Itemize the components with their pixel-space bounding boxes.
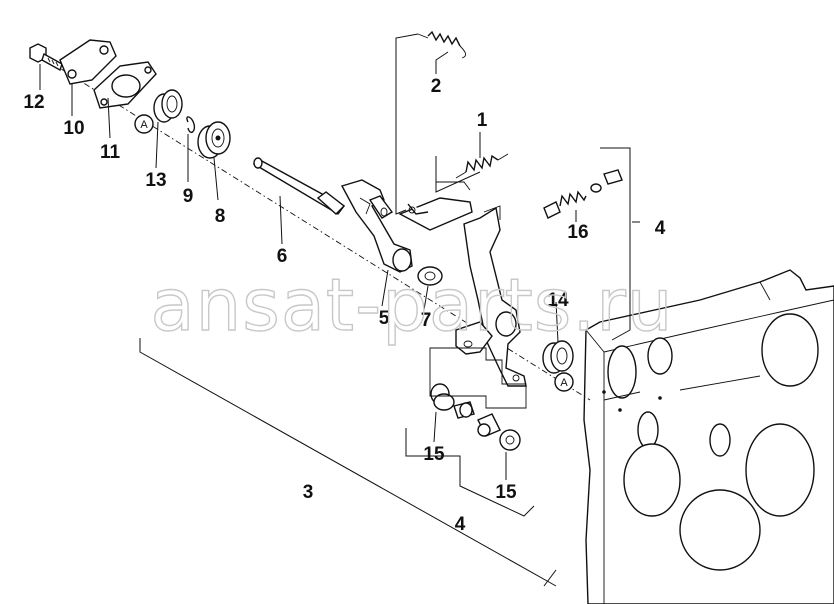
callout-4-upper: 4 <box>655 218 666 239</box>
part-1-spring <box>455 153 509 179</box>
part-7-washer <box>417 266 443 286</box>
reference-mark-a-left: A <box>134 114 154 134</box>
part-6-shaft <box>252 157 346 215</box>
callout-7: 7 <box>421 310 432 331</box>
callout-8: 8 <box>215 206 226 227</box>
callout-9: 9 <box>183 186 194 207</box>
watermark: ansat-parts.ru <box>151 263 674 347</box>
part-16-spring-pin <box>543 169 623 219</box>
callout-16: 16 <box>567 222 588 243</box>
callout-10: 10 <box>63 118 84 139</box>
part-8-bearing <box>197 121 231 159</box>
callout-12: 12 <box>23 92 44 113</box>
callout-13: 13 <box>145 170 166 191</box>
callout-15-right: 15 <box>495 482 517 503</box>
callout-4-lower: 4 <box>455 514 466 535</box>
reference-mark-a-right: A <box>554 372 574 392</box>
shaft-center-line <box>49 61 591 401</box>
part-10-cover <box>59 39 117 85</box>
zone-outline-upper <box>429 347 527 409</box>
callout-labels: 1 2 3 4 4 5 6 7 8 9 10 11 12 13 14 15 15… <box>23 76 665 535</box>
engine-housing <box>583 269 834 604</box>
callout-14: 14 <box>547 290 569 311</box>
part-13-seal <box>153 89 183 123</box>
part-15-roller-right <box>477 413 521 451</box>
callout-3: 3 <box>303 482 314 503</box>
callout-5: 5 <box>379 308 390 329</box>
callout-6: 6 <box>277 246 288 267</box>
part-12-bolt <box>29 43 63 72</box>
part-5-lever <box>340 179 413 273</box>
callout-2: 2 <box>431 76 442 97</box>
callout-1: 1 <box>477 110 488 131</box>
callout-15-left: 15 <box>423 444 445 465</box>
part-2-spring <box>417 30 467 59</box>
svg-text:A: A <box>140 119 148 131</box>
part-9-circlip <box>186 116 196 134</box>
part-14-bearing <box>542 340 574 374</box>
lever-small <box>455 321 493 355</box>
part-11-gasket <box>93 61 157 109</box>
svg-text:A: A <box>560 377 568 389</box>
callout-11: 11 <box>100 142 121 163</box>
part-15-roller-left <box>430 383 475 419</box>
leader-lines <box>39 33 640 587</box>
lever-right <box>463 205 527 387</box>
